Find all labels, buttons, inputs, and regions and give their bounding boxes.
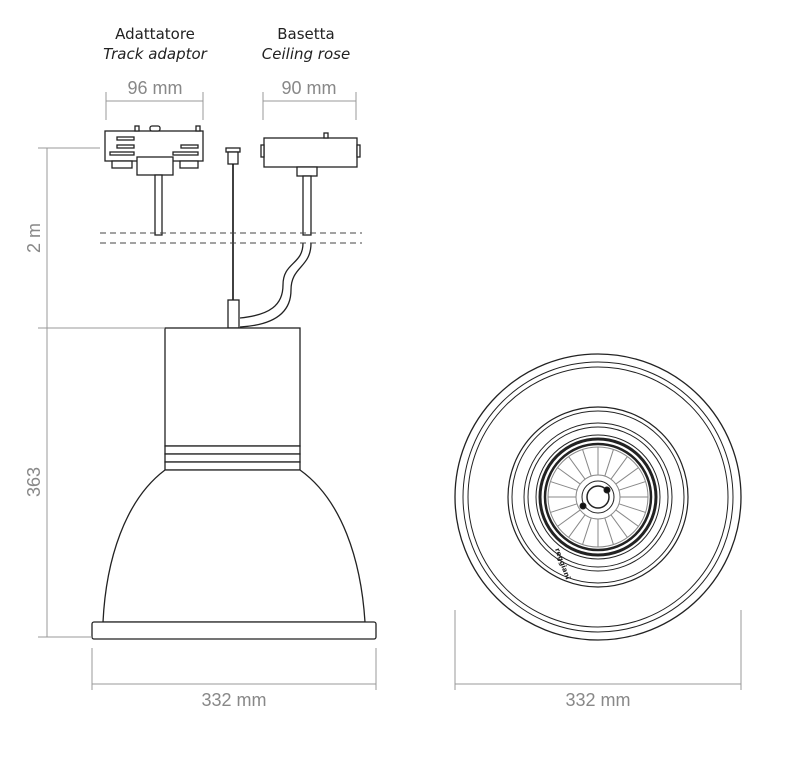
reflector-spoke [618,503,646,513]
lamp-bottom-view: reggiani [454,353,742,641]
suspension-cable [225,147,241,329]
bottom-width-dimension: 332 mm [454,610,742,710]
reflector-spoke [618,481,646,491]
reflector-spoke [604,517,614,545]
side-width-dimension: 332 mm [91,648,377,710]
cable-length-dimension: 2 m [24,147,165,329]
adapter-width-dimension: 96 mm [105,78,204,120]
reflector-spoke [550,481,578,491]
reflector-spoke [582,449,592,477]
svg-text:96 mm: 96 mm [127,78,182,98]
svg-text:2 m: 2 m [24,223,44,253]
adapter-label-it: Adattatore [115,25,195,43]
rose-width-dimension: 90 mm [262,78,357,120]
svg-text:332 mm: 332 mm [565,690,630,710]
svg-text:332 mm: 332 mm [201,690,266,710]
svg-text:90 mm: 90 mm [281,78,336,98]
reflector-spoke [615,467,639,485]
rose-label-en: Ceiling rose [262,45,350,63]
svg-text:363: 363 [24,467,44,497]
lamp-side-view [91,327,377,640]
ceiling-rose-drawing [239,132,361,328]
reflector-spoke [615,509,639,527]
track-adaptor-drawing [104,125,204,236]
reflector-spoke [568,514,586,538]
reflector-spoke [568,456,586,480]
reflector-spoke [610,456,628,480]
reflector-spoke [557,509,581,527]
reflector-spoke [610,514,628,538]
adapter-label-en: Track adaptor [103,45,208,63]
reflector-spoke [582,517,592,545]
reflector-spoke [604,449,614,477]
rose-label-it: Basetta [277,25,334,43]
reflector-spoke [550,503,578,513]
reflector-spoke [557,467,581,485]
height-dimension: 363 [24,328,92,638]
